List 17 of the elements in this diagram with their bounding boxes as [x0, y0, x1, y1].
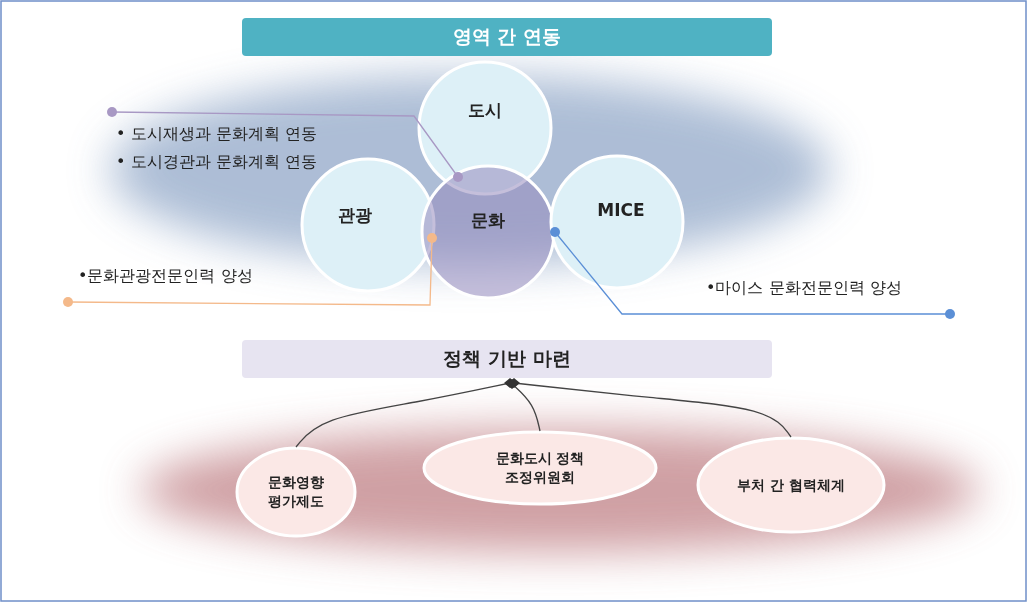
bullet-note: • 도시경관과 문화계획 연동: [116, 152, 317, 173]
ellipse-label: 부처 간 협력체계: [736, 475, 846, 495]
leader-line: [550, 227, 955, 319]
heading-text: 영역 간 연동: [452, 24, 562, 49]
circle-label: 관광: [338, 203, 372, 227]
heading-text: 정책 기반 마련: [443, 346, 571, 371]
circle-label: 문화: [471, 208, 505, 232]
leader-line: [107, 107, 463, 182]
circle-label: 도시: [468, 98, 502, 122]
connector-line: [506, 379, 541, 432]
circle-label: MICE: [597, 200, 645, 220]
bullet-note: •마이스 문화전문인력 양성: [706, 278, 902, 299]
leader-line: [63, 233, 437, 307]
ellipse-label: 문화영향 평가제도: [267, 473, 325, 511]
bullet-note: •문화관광전문인력 양성: [78, 266, 253, 287]
bullet-note: • 도시재생과 문화계획 연동: [116, 124, 317, 145]
ellipse-label: 문화도시 정책 조정위원회: [494, 449, 586, 487]
